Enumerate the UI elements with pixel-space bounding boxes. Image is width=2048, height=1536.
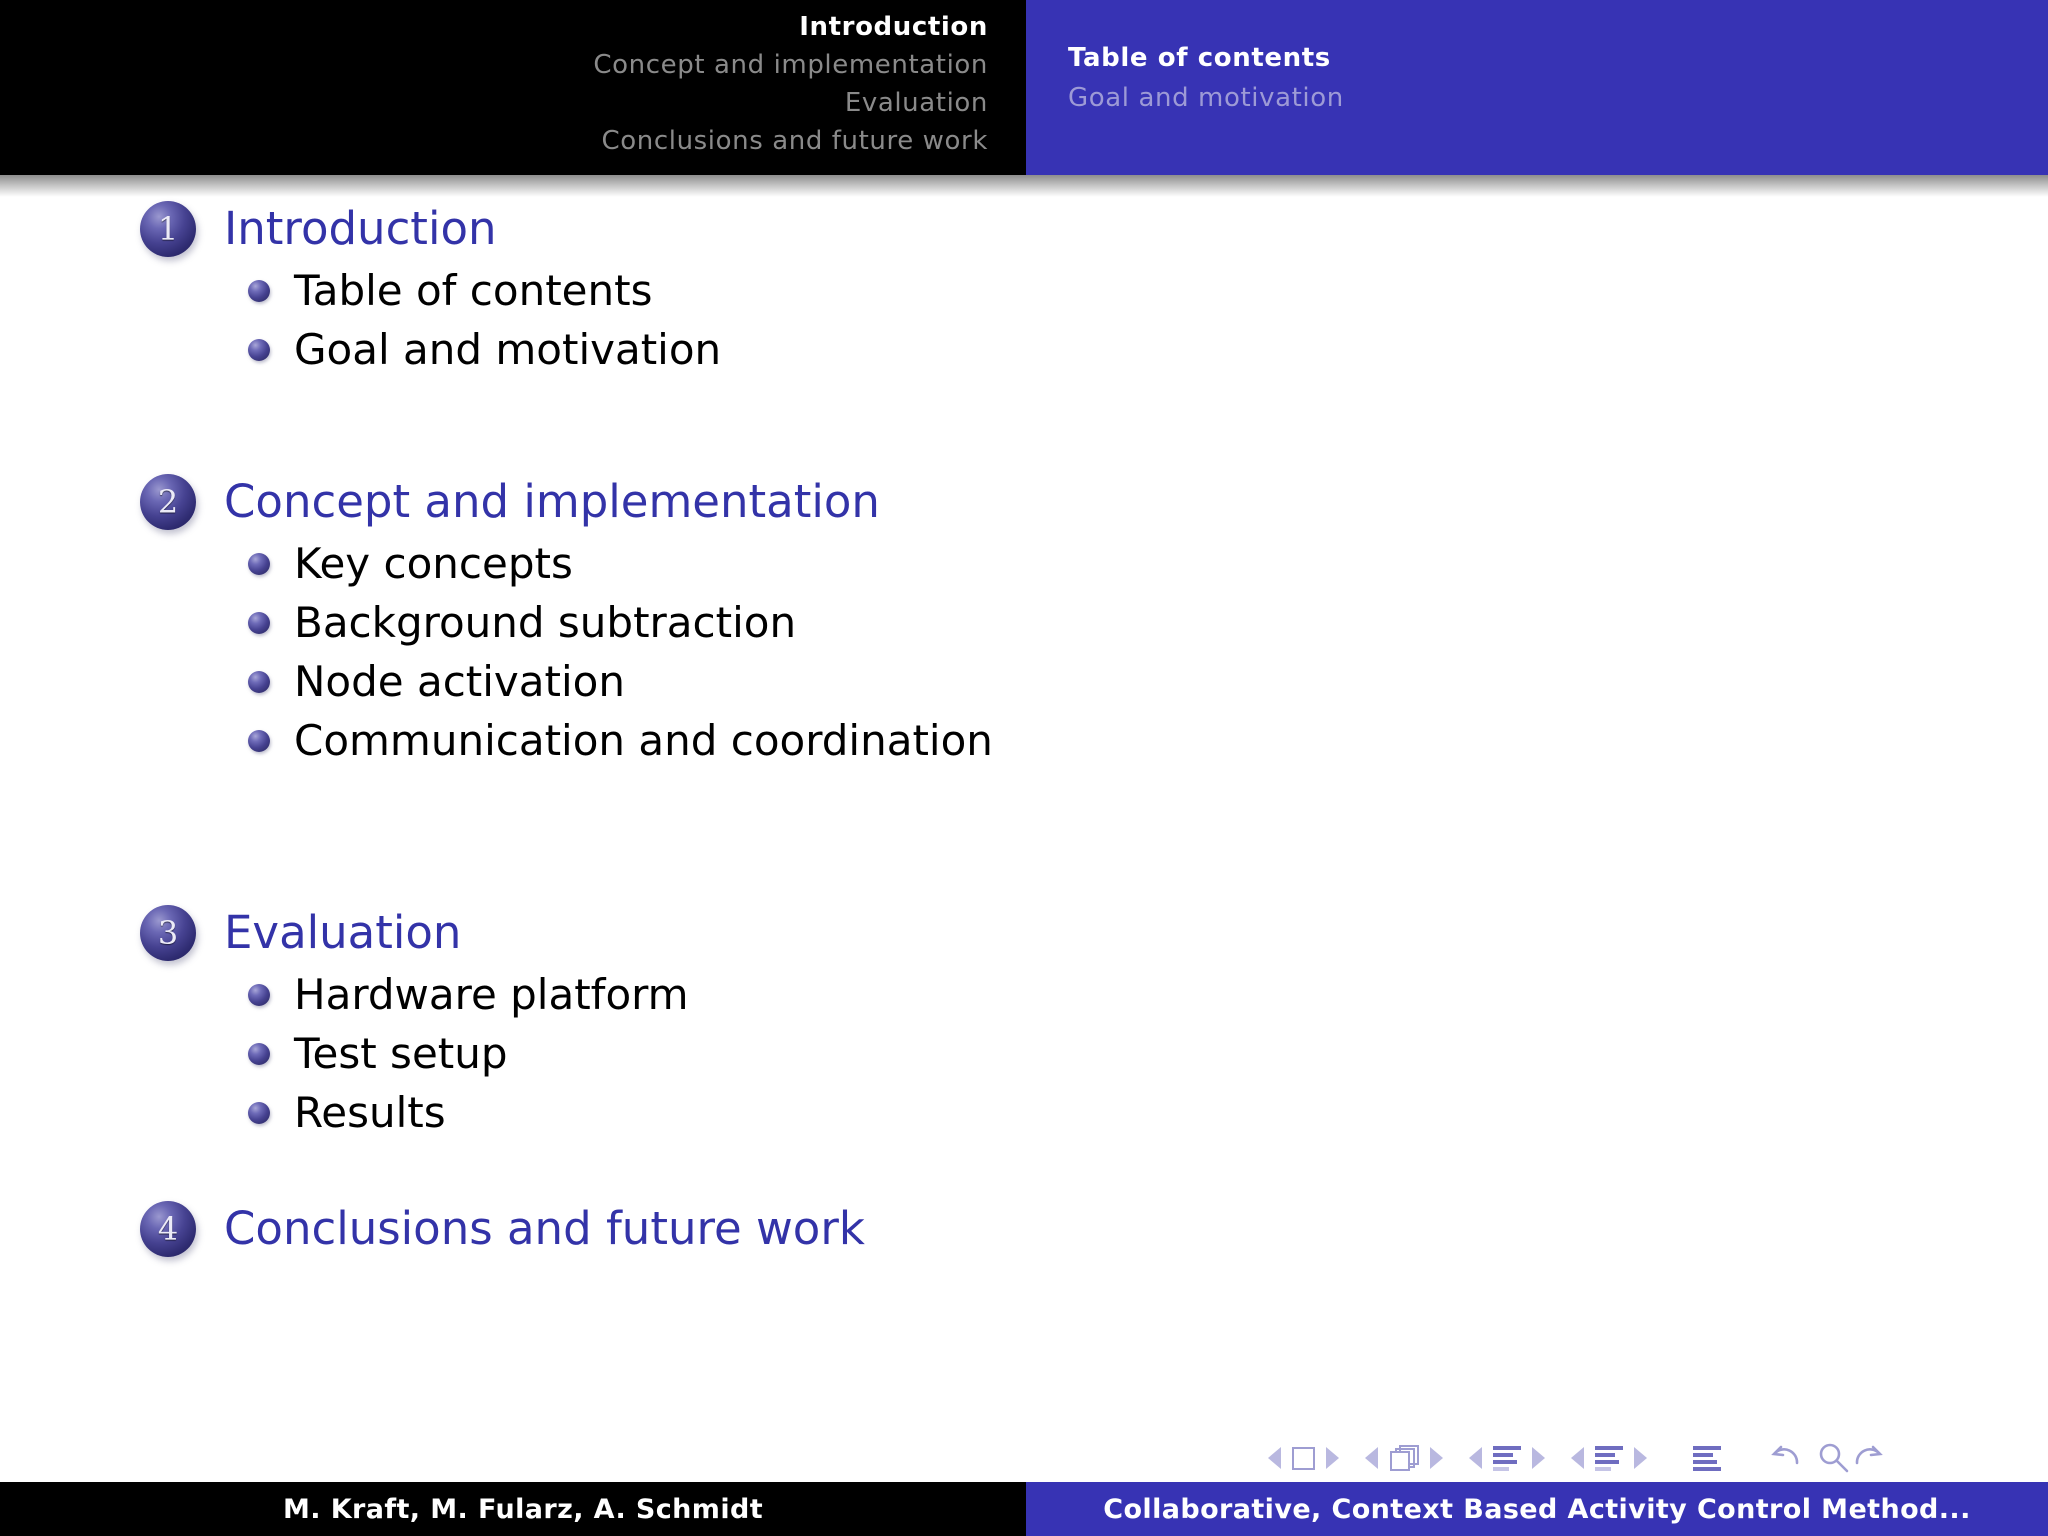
toc-subsection-list: Key concepts Background subtraction Node… (0, 534, 1900, 770)
section-number-sphere-icon: 3 (140, 905, 196, 961)
section-number-label: 4 (157, 1210, 179, 1248)
bullet-sphere-icon (248, 338, 270, 361)
section-number-label: 3 (157, 914, 179, 952)
toc-section-title-concept-and-implementation[interactable]: Concept and implementation (224, 475, 880, 528)
presentation-icon[interactable] (1693, 1445, 1721, 1471)
toc-section-2: 2 Concept and implementation Key concept… (0, 470, 1900, 770)
bullet-sphere-icon (248, 552, 270, 575)
section-icon[interactable] (1595, 1445, 1623, 1471)
frame-navigation-group (1365, 1445, 1443, 1471)
bullet-sphere-icon (248, 1042, 270, 1065)
slide-navigation-group (1268, 1446, 1339, 1470)
footer-title: Collaborative, Context Based Activity Co… (1103, 1493, 1971, 1525)
prev-subsection-icon[interactable] (1469, 1447, 1482, 1469)
nav-subsection-table-of-contents[interactable]: Table of contents (1068, 43, 1331, 73)
toc-subsection-table-of-contents[interactable]: Table of contents (0, 261, 1900, 320)
prev-slide-icon[interactable] (1268, 1447, 1281, 1469)
section-navigation-group (1571, 1445, 1647, 1471)
bullet-sphere-icon (248, 983, 270, 1006)
toc-subsection-communication-and-coordination[interactable]: Communication and coordination (0, 711, 1900, 770)
bullet-sphere-icon (248, 279, 270, 302)
frame-icon[interactable] (1389, 1445, 1419, 1471)
section-number-label: 2 (157, 483, 179, 521)
next-frame-icon[interactable] (1430, 1447, 1443, 1469)
nav-subsection-goal-and-motivation[interactable]: Goal and motivation (1068, 83, 1344, 113)
slide-icon[interactable] (1292, 1446, 1315, 1470)
nav-section-concept-and-implementation[interactable]: Concept and implementation (593, 50, 988, 80)
beamer-navigation-symbols (1268, 1434, 2028, 1482)
next-section-icon[interactable] (1634, 1447, 1647, 1469)
bullet-sphere-icon (248, 611, 270, 634)
toc-subsection-node-activation[interactable]: Node activation (0, 652, 1900, 711)
back-find-forward-group (1771, 1443, 1883, 1473)
toc-subsection-label[interactable]: Table of contents (294, 265, 653, 315)
toc-section-title-evaluation[interactable]: Evaluation (224, 906, 462, 959)
toc-subsection-list: Table of contents Goal and motivation (0, 261, 1900, 379)
beamer-footline: M. Kraft, M. Fularz, A. Schmidt Collabor… (0, 1482, 2048, 1536)
toc-section-heading[interactable]: 4 Conclusions and future work (0, 1197, 1900, 1261)
prev-frame-icon[interactable] (1365, 1447, 1378, 1469)
section-navigation: Introduction Concept and implementation … (0, 0, 1026, 175)
section-number-label: 1 (157, 210, 179, 248)
toc-section-heading[interactable]: 2 Concept and implementation (0, 470, 1900, 534)
nav-section-evaluation[interactable]: Evaluation (844, 88, 988, 118)
toc-section-heading[interactable]: 1 Introduction (0, 197, 1900, 261)
toc-section-title-conclusions-and-future-work[interactable]: Conclusions and future work (224, 1202, 865, 1255)
back-arc-icon (1773, 1448, 1799, 1465)
toc-section-3: 3 Evaluation Hardware platform Test setu… (0, 901, 1900, 1142)
next-slide-icon[interactable] (1326, 1447, 1339, 1469)
toc-section-4: 4 Conclusions and future work (0, 1197, 1900, 1261)
toc-subsection-label[interactable]: Test setup (294, 1028, 508, 1078)
toc-subsection-results[interactable]: Results (0, 1083, 1900, 1142)
toc-subsection-label[interactable]: Key concepts (294, 538, 573, 588)
footer-authors: M. Kraft, M. Fularz, A. Schmidt (282, 1493, 764, 1525)
bullet-sphere-icon (248, 670, 270, 693)
toc-subsection-label[interactable]: Goal and motivation (294, 324, 722, 374)
beamer-headline: Introduction Concept and implementation … (0, 0, 2048, 175)
section-number-sphere-icon: 2 (140, 474, 196, 530)
toc-section-title-introduction[interactable]: Introduction (224, 202, 497, 255)
subsection-navigation: Table of contents Goal and motivation (1026, 0, 2048, 175)
toc-subsection-label[interactable]: Hardware platform (294, 969, 689, 1019)
toc-subsection-key-concepts[interactable]: Key concepts (0, 534, 1900, 593)
toc-subsection-hardware-platform[interactable]: Hardware platform (0, 965, 1900, 1024)
toc-subsection-label[interactable]: Background subtraction (294, 597, 797, 647)
nav-section-conclusions-and-future-work[interactable]: Conclusions and future work (601, 126, 988, 156)
toc-subsection-test-setup[interactable]: Test setup (0, 1024, 1900, 1083)
section-number-sphere-icon: 1 (140, 201, 196, 257)
slide-body-table-of-contents: 1 Introduction Table of contents Goal an… (0, 197, 2048, 1427)
header-shadow-divider (0, 175, 2048, 197)
prev-section-icon[interactable] (1571, 1447, 1584, 1469)
toc-subsection-background-subtraction[interactable]: Background subtraction (0, 593, 1900, 652)
section-number-sphere-icon: 4 (140, 1201, 196, 1257)
bullet-sphere-icon (248, 729, 270, 752)
toc-subsection-label[interactable]: Communication and coordination (294, 715, 993, 765)
subsection-icon[interactable] (1493, 1445, 1521, 1471)
next-subsection-icon[interactable] (1532, 1447, 1545, 1469)
toc-section-1: 1 Introduction Table of contents Goal an… (0, 197, 1900, 379)
bullet-sphere-icon (248, 1101, 270, 1124)
footer-authors-area: M. Kraft, M. Fularz, A. Schmidt (0, 1482, 1026, 1536)
toc-subsection-goal-and-motivation[interactable]: Goal and motivation (0, 320, 1900, 379)
nav-section-introduction[interactable]: Introduction (799, 12, 988, 42)
toc-subsection-label[interactable]: Node activation (294, 656, 625, 706)
subsection-navigation-group (1469, 1445, 1545, 1471)
toc-subsection-list: Hardware platform Test setup Results (0, 965, 1900, 1142)
find-icon (1819, 1443, 1841, 1465)
toc-subsection-label[interactable]: Results (294, 1087, 446, 1137)
toc-section-heading[interactable]: 3 Evaluation (0, 901, 1900, 965)
forward-icon (1869, 1445, 1883, 1457)
footer-title-area: Collaborative, Context Based Activity Co… (1026, 1482, 2048, 1536)
